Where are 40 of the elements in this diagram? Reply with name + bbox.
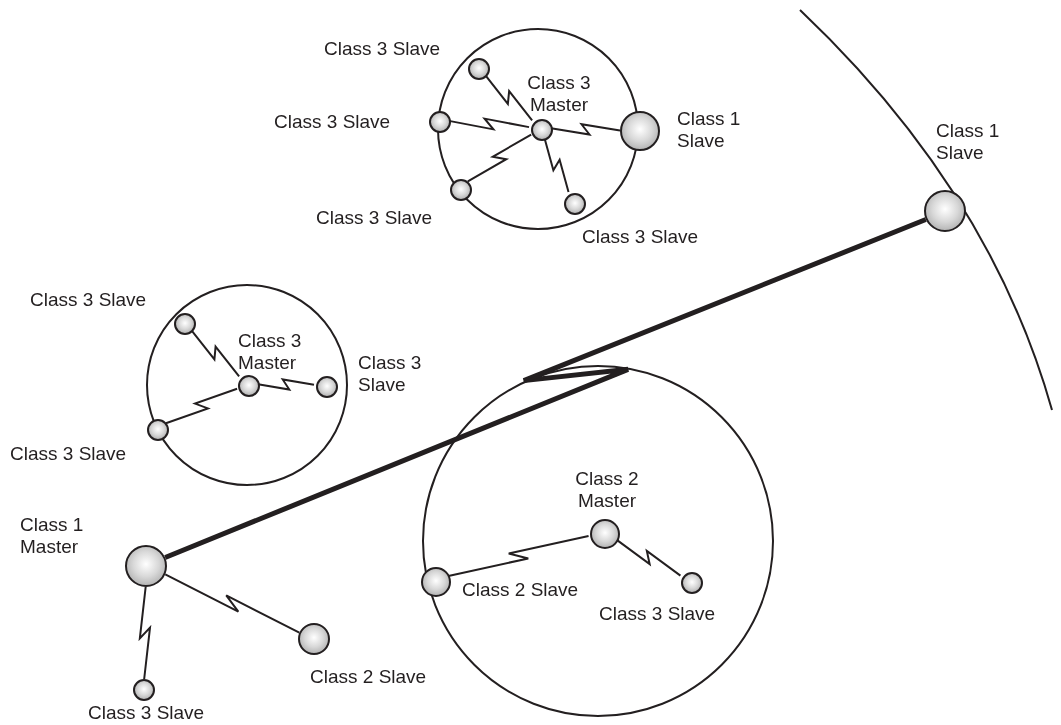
device-node bbox=[316, 376, 338, 398]
device-label: Class 2 Slave bbox=[462, 579, 580, 601]
device-node bbox=[924, 190, 966, 232]
device-label: Class 3 Slave bbox=[88, 702, 206, 724]
device-node bbox=[147, 419, 169, 441]
device-label: Class 3 Slave bbox=[10, 443, 128, 465]
device-label: Class 3 Master bbox=[238, 330, 303, 374]
device-label: Class 3 Slave bbox=[30, 289, 148, 311]
device-label: Class 2 Master bbox=[574, 468, 640, 512]
device-label: Class 3 Master bbox=[526, 72, 592, 116]
device-node bbox=[174, 313, 196, 335]
device-node bbox=[429, 111, 451, 133]
device-node bbox=[421, 567, 451, 597]
device-node bbox=[681, 572, 703, 594]
device-label: Class 3 Slave bbox=[582, 226, 700, 248]
device-node bbox=[125, 545, 167, 587]
device-label: Class 3 Slave bbox=[599, 603, 717, 625]
wireless-link bbox=[447, 535, 590, 577]
device-node bbox=[564, 193, 586, 215]
device-node bbox=[590, 519, 620, 549]
device-label: Class 2 Slave bbox=[310, 666, 428, 688]
device-node bbox=[620, 111, 660, 151]
wireless-link bbox=[466, 133, 533, 183]
device-node bbox=[531, 119, 553, 141]
device-node bbox=[238, 375, 260, 397]
wireless-link bbox=[164, 217, 927, 560]
device-label: Class 1 Slave bbox=[936, 120, 1001, 164]
device-label: Class 3 Slave bbox=[358, 352, 423, 396]
device-label: Class 1 Slave bbox=[677, 108, 742, 152]
device-node bbox=[298, 623, 330, 655]
device-label: Class 3 Slave bbox=[324, 38, 442, 60]
device-node bbox=[468, 58, 490, 80]
wireless-link bbox=[164, 387, 239, 425]
wireless-link bbox=[164, 573, 301, 634]
device-node bbox=[133, 679, 155, 701]
wireless-link bbox=[138, 586, 152, 680]
device-label: Class 3 Slave bbox=[316, 207, 434, 229]
device-node bbox=[450, 179, 472, 201]
device-label: Class 3 Slave bbox=[274, 111, 392, 133]
device-label: Class 1 Master bbox=[20, 514, 85, 558]
